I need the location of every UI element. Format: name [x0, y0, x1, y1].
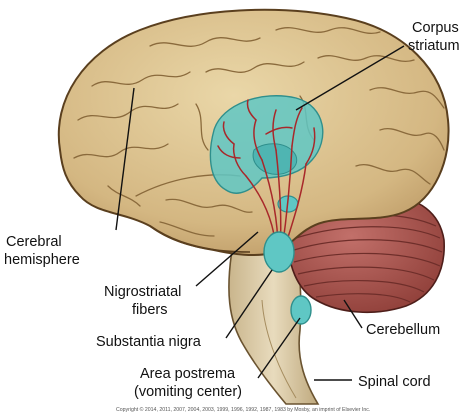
label-substantia-nigra: Substantia nigra [96, 334, 202, 350]
leader-substantia-nigra [225, 269, 273, 339]
leader-cerebral-hemisphere [115, 87, 135, 231]
corpus-striatum-highlight [209, 95, 324, 213]
copyright-notice: Copyright © 2014, 2011, 2007, 2004, 2003… [116, 406, 370, 413]
leader-corpus-striatum [295, 45, 405, 111]
leader-nigrostriatal-fibers [195, 231, 259, 287]
label-spinal-cord: Spinal cord [358, 374, 431, 390]
area-postrema-shape [290, 295, 312, 325]
leader-cerebellum [343, 299, 363, 329]
label-cerebellum: Cerebellum [366, 322, 440, 338]
label-area-postrema: Area postrema (vomiting center) [134, 366, 242, 400]
label-corpus-striatum: Corpus striatum [408, 20, 463, 54]
label-cerebral-hemisphere: Cerebral hemisphere [4, 234, 80, 268]
leader-area-postrema [257, 317, 301, 379]
substantia-nigra-shape [263, 231, 295, 273]
label-nigrostriatal-fibers: Nigrostriatal fibers [104, 284, 185, 318]
